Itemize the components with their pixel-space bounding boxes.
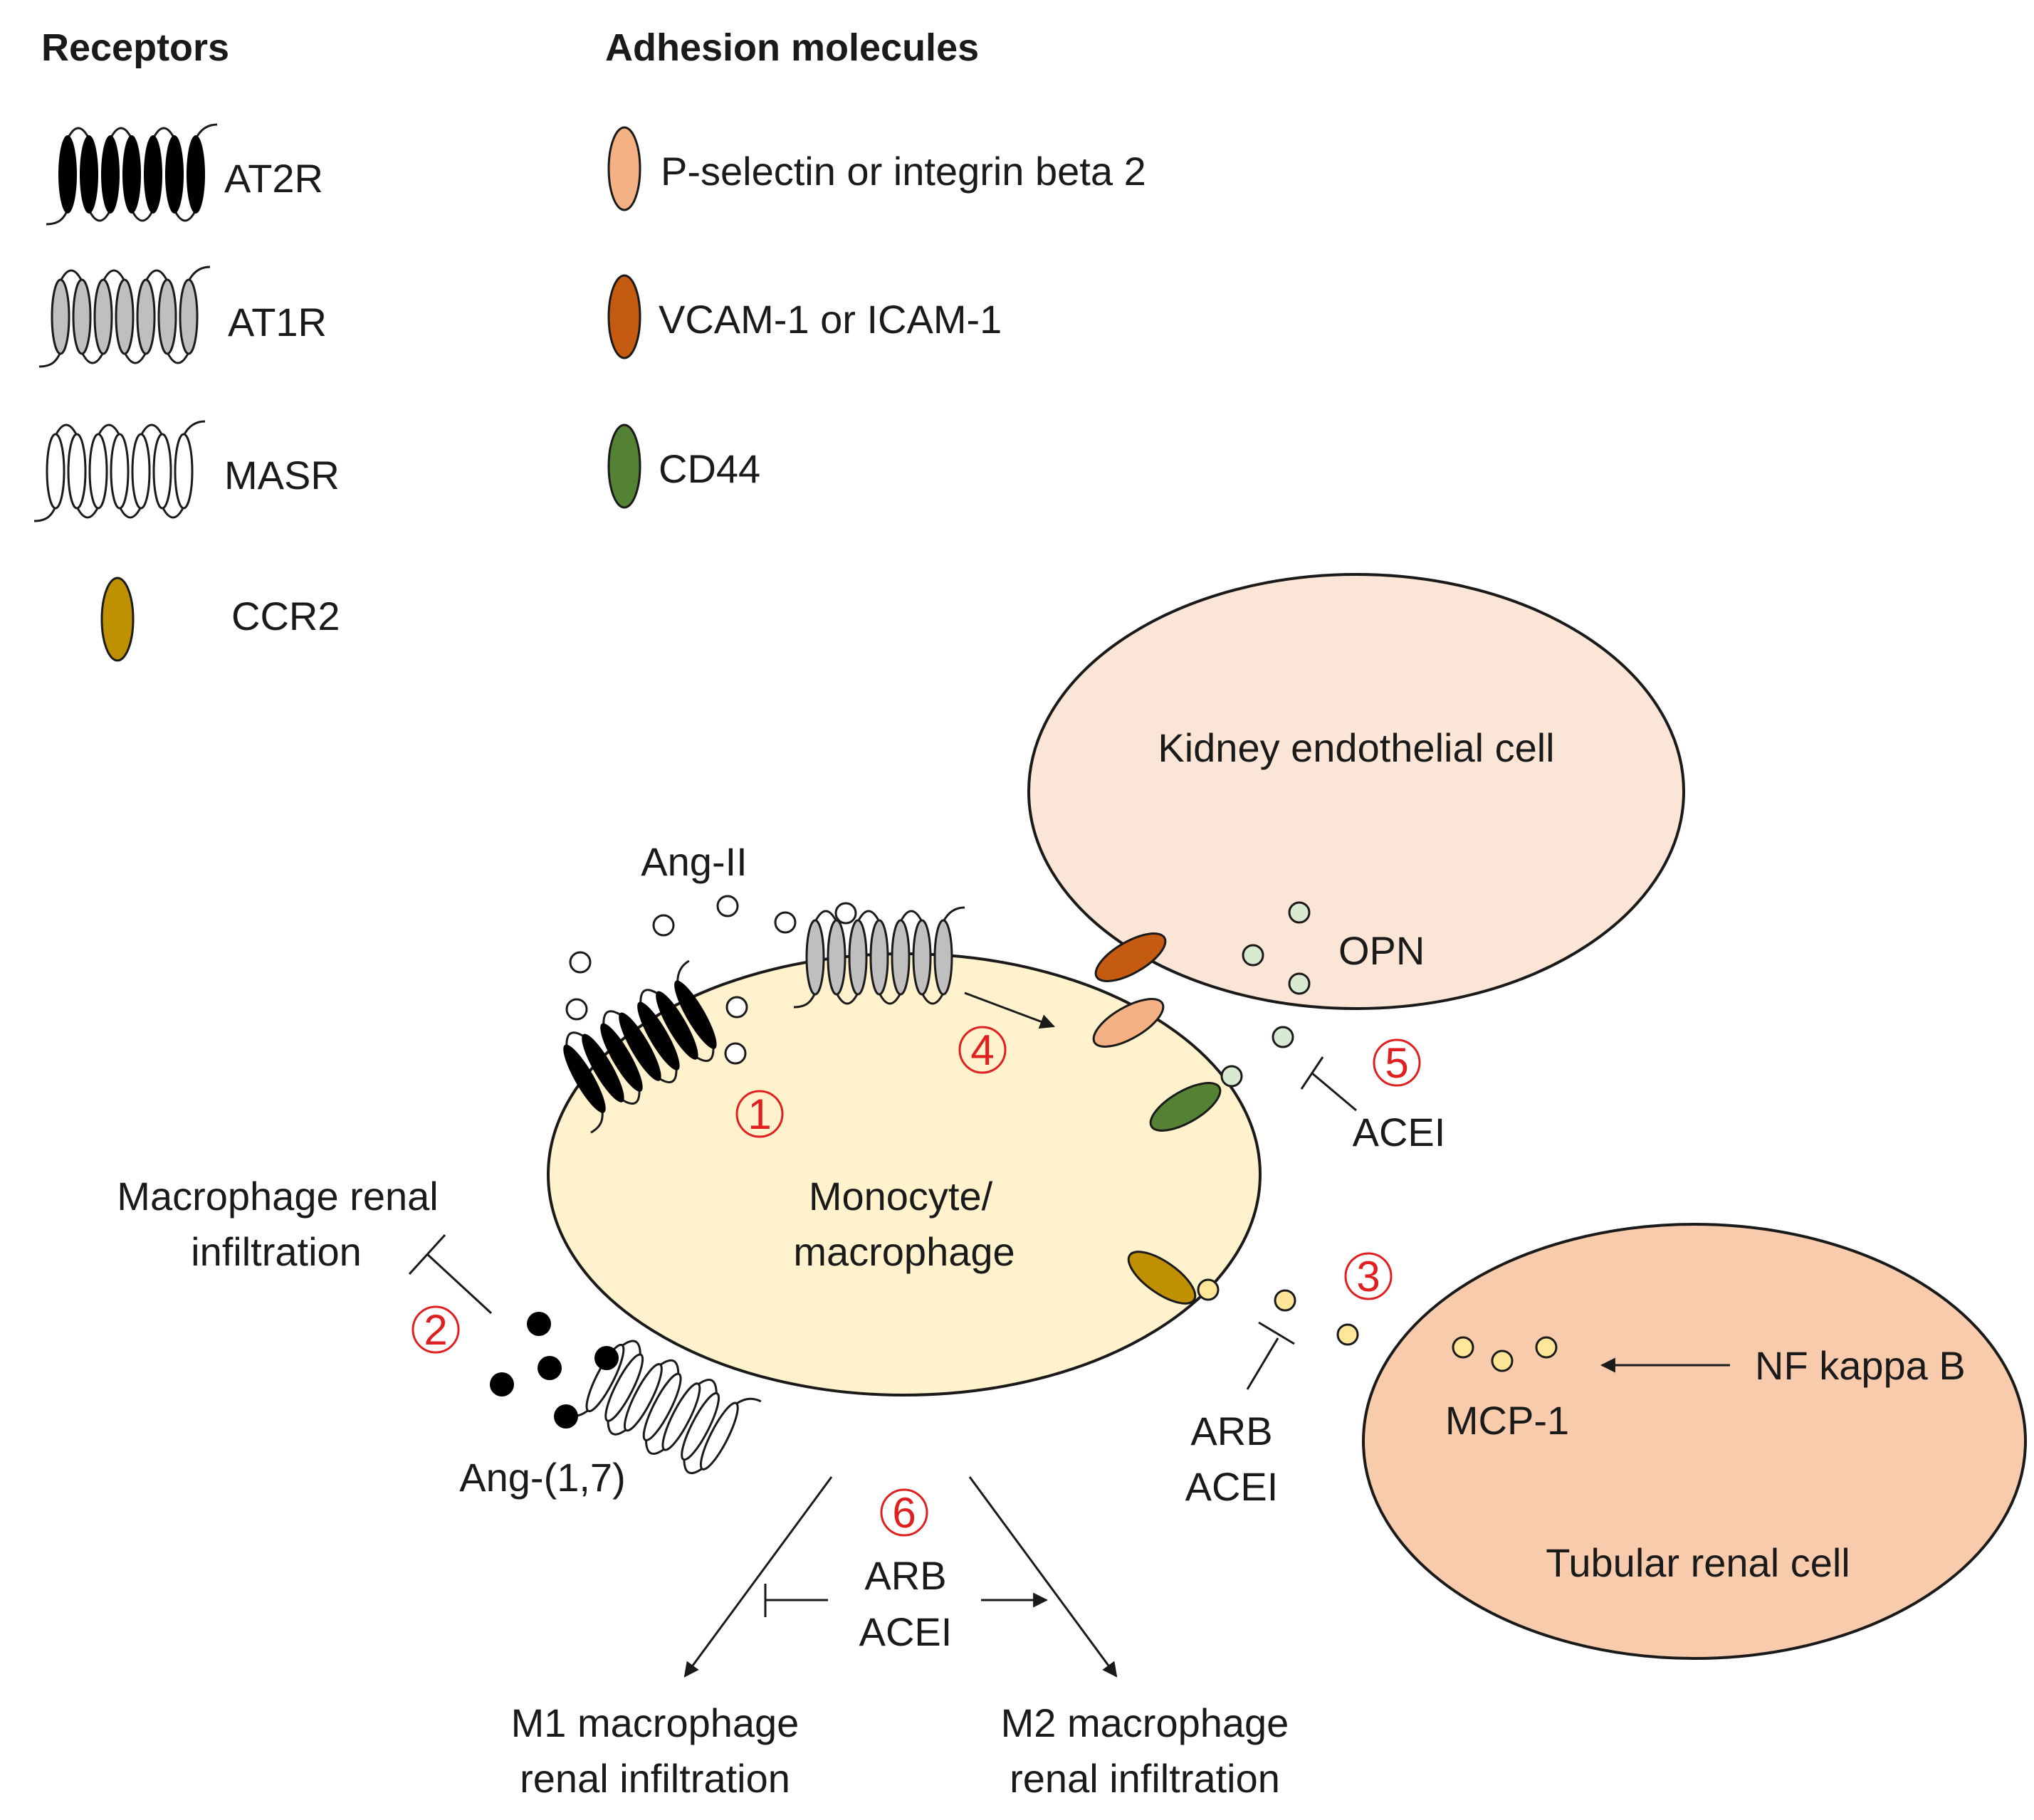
step-4-number: 4	[970, 1026, 994, 1074]
m1-arrow	[683, 1476, 833, 1678]
nf-kappa-b-label: NF kappa B	[1755, 1343, 1966, 1388]
ang-ii-dots	[565, 895, 857, 1065]
step-3-number: 3	[1356, 1253, 1380, 1300]
legend-at1r-icon	[38, 265, 211, 368]
cd44-molecule	[1149, 1082, 1222, 1132]
legend-at2r-icon	[45, 123, 219, 226]
legend-p-selectin-label: P-selectin or integrin beta 2	[661, 149, 1146, 194]
step-3-arb-label: ARB	[1190, 1409, 1272, 1453]
step-6-number: 6	[892, 1489, 916, 1537]
monocyte-label-line1: Monocyte/	[809, 1174, 993, 1219]
vcam-icam-molecule	[1094, 932, 1167, 982]
kidney-endothelial-cell-label: Kidney endothelial cell	[1158, 725, 1554, 770]
monocyte-label-line2: macrophage	[793, 1229, 1015, 1274]
adhesion-molecules-header: Adhesion molecules	[605, 26, 979, 69]
legend-at2r-label: AT2R	[224, 156, 323, 201]
step-6-acei-label: ACEI	[859, 1609, 953, 1654]
step-5-inhibition	[1300, 1056, 1357, 1112]
step-4-arrow	[964, 991, 1055, 1029]
legend-masr-icon	[33, 420, 206, 522]
m2-label-line1: M2 macrophage	[1001, 1700, 1289, 1745]
step-2-number: 2	[424, 1306, 447, 1354]
opn-dots	[1220, 901, 1311, 1088]
p-selectin-molecule	[1092, 998, 1165, 1048]
step-5-acei-label: ACEI	[1353, 1110, 1446, 1154]
legend-ccr2-label: CCR2	[231, 594, 340, 638]
ang-1-7-dots	[490, 1312, 619, 1429]
m1-label-line2: renal infiltration	[520, 1756, 790, 1801]
opn-label: OPN	[1338, 928, 1425, 973]
tubular-renal-cell-label: Tubular renal cell	[1546, 1540, 1850, 1585]
kidney-endothelial-cell	[1027, 573, 1685, 1010]
legend-vcam-label: VCAM-1 or ICAM-1	[659, 297, 1002, 342]
legend-at1r-label: AT1R	[228, 300, 327, 344]
mcp-1-dots	[1197, 1278, 1558, 1372]
legend-p-selectin-icon	[607, 126, 641, 211]
legend-vcam-icon	[607, 274, 641, 359]
step-3-marker	[1344, 1252, 1393, 1300]
step-6-marker	[880, 1488, 928, 1537]
mcp-1-label: MCP-1	[1445, 1398, 1569, 1443]
step-6-inhibition-m1	[764, 1584, 828, 1617]
legend-cd44-label: CD44	[659, 446, 760, 491]
step-1-marker	[735, 1090, 784, 1138]
ang-ii-label: Ang-II	[641, 839, 747, 884]
macrophage-infiltration-line1: Macrophage renal	[117, 1174, 438, 1219]
ccr2-molecule	[1127, 1251, 1197, 1305]
step-5-marker	[1373, 1038, 1421, 1087]
step-4-marker	[958, 1026, 1007, 1074]
macrophage-infiltration-line2: infiltration	[191, 1229, 362, 1274]
legend-ccr2-icon	[100, 577, 135, 662]
legend-masr-label: MASR	[224, 453, 340, 498]
step-3-inhibition	[1246, 1321, 1295, 1390]
m2-label-line2: renal infiltration	[1010, 1756, 1280, 1801]
step-5-number: 5	[1385, 1039, 1408, 1087]
step-2-marker	[411, 1305, 460, 1354]
tubular-renal-cell	[1362, 1223, 2027, 1660]
step-3-acei-label: ACEI	[1185, 1464, 1279, 1509]
step-6-arb-label: ARB	[864, 1553, 946, 1598]
receptors-header: Receptors	[41, 26, 229, 69]
step-2-inhibition	[408, 1234, 493, 1315]
ang-1-7-label: Ang-(1,7)	[459, 1455, 625, 1500]
m1-label-line1: M1 macrophage	[511, 1700, 800, 1745]
legend: Receptors Adhesion molecules AT2R AT1R M…	[33, 26, 1146, 662]
step-1-number: 1	[748, 1090, 771, 1138]
m2-arrow	[968, 1476, 1118, 1678]
legend-cd44-icon	[607, 424, 641, 509]
